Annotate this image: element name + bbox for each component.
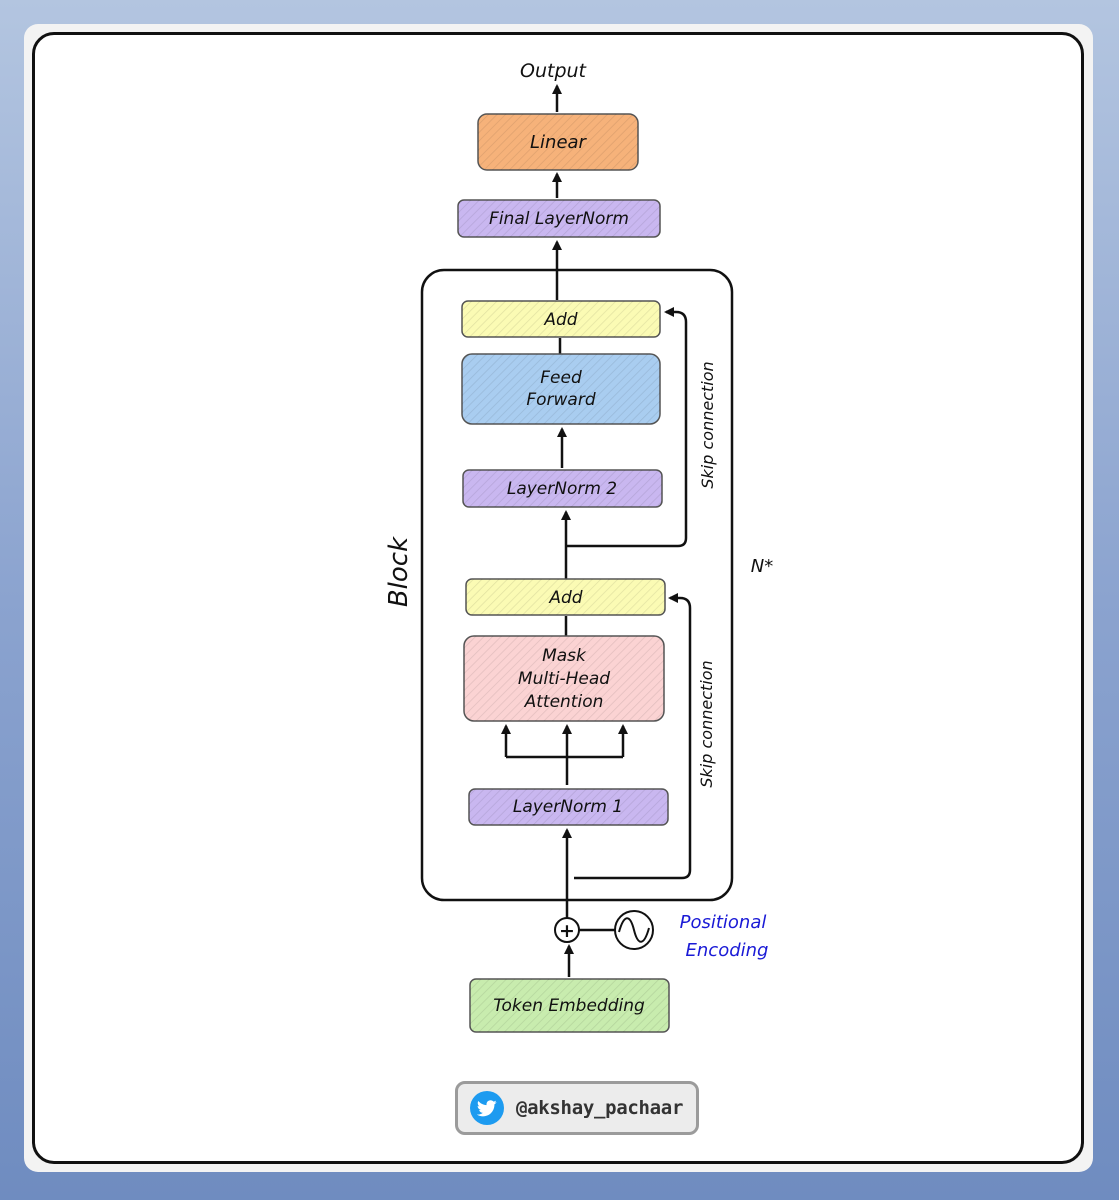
attention-line2: Multi-Head (518, 669, 610, 689)
plus-node: + (554, 917, 580, 943)
skip-connection-top-label: Skip connection (698, 361, 717, 488)
attention-box: Mask Multi-Head Attention (463, 635, 665, 722)
attention-line3: Attention (524, 692, 604, 712)
attention-line1: Mask (542, 646, 587, 666)
feed-forward-box: Feed Forward (461, 353, 661, 425)
layernorm2-label: LayerNorm 2 (507, 479, 617, 499)
block-label: Block (384, 536, 414, 607)
linear-label: Linear (530, 132, 588, 153)
plus-symbol: + (559, 920, 575, 942)
add-top-box: Add (461, 300, 661, 338)
skip-connection-top-path (566, 307, 688, 548)
twitter-bird-icon (470, 1091, 504, 1125)
add-bottom-box: Add (465, 578, 666, 616)
token-embedding-label: Token Embedding (493, 996, 645, 1016)
add-top-label: Add (543, 310, 577, 330)
repeat-label: N* (751, 556, 773, 577)
final-layernorm-box: Final LayerNorm (457, 199, 661, 238)
layernorm1-box: LayerNorm 1 (468, 788, 669, 826)
positional-encoding-line1: Positional (680, 912, 767, 933)
layernorm1-label: LayerNorm 1 (513, 797, 623, 817)
output-label: Output (520, 60, 588, 82)
feed-forward-line2: Forward (526, 390, 595, 410)
token-embedding-box: Token Embedding (469, 978, 670, 1033)
twitter-handle-text: @akshay_pachaar (516, 1097, 684, 1119)
positional-encoding-line2: Encoding (686, 940, 769, 961)
block-container (420, 268, 734, 902)
qkv-split-arrows (501, 724, 628, 785)
twitter-handle-badge[interactable]: @akshay_pachaar (455, 1081, 699, 1135)
sine-wave-icon (614, 910, 654, 950)
skip-connection-bottom-label: Skip connection (697, 660, 716, 787)
final-layernorm-label: Final LayerNorm (489, 209, 629, 229)
skip-connection-bottom-path (574, 593, 692, 880)
add-bottom-label: Add (548, 588, 582, 608)
linear-box: Linear (477, 113, 639, 171)
feed-forward-line1: Feed (540, 368, 582, 388)
layernorm2-box: LayerNorm 2 (462, 469, 663, 508)
